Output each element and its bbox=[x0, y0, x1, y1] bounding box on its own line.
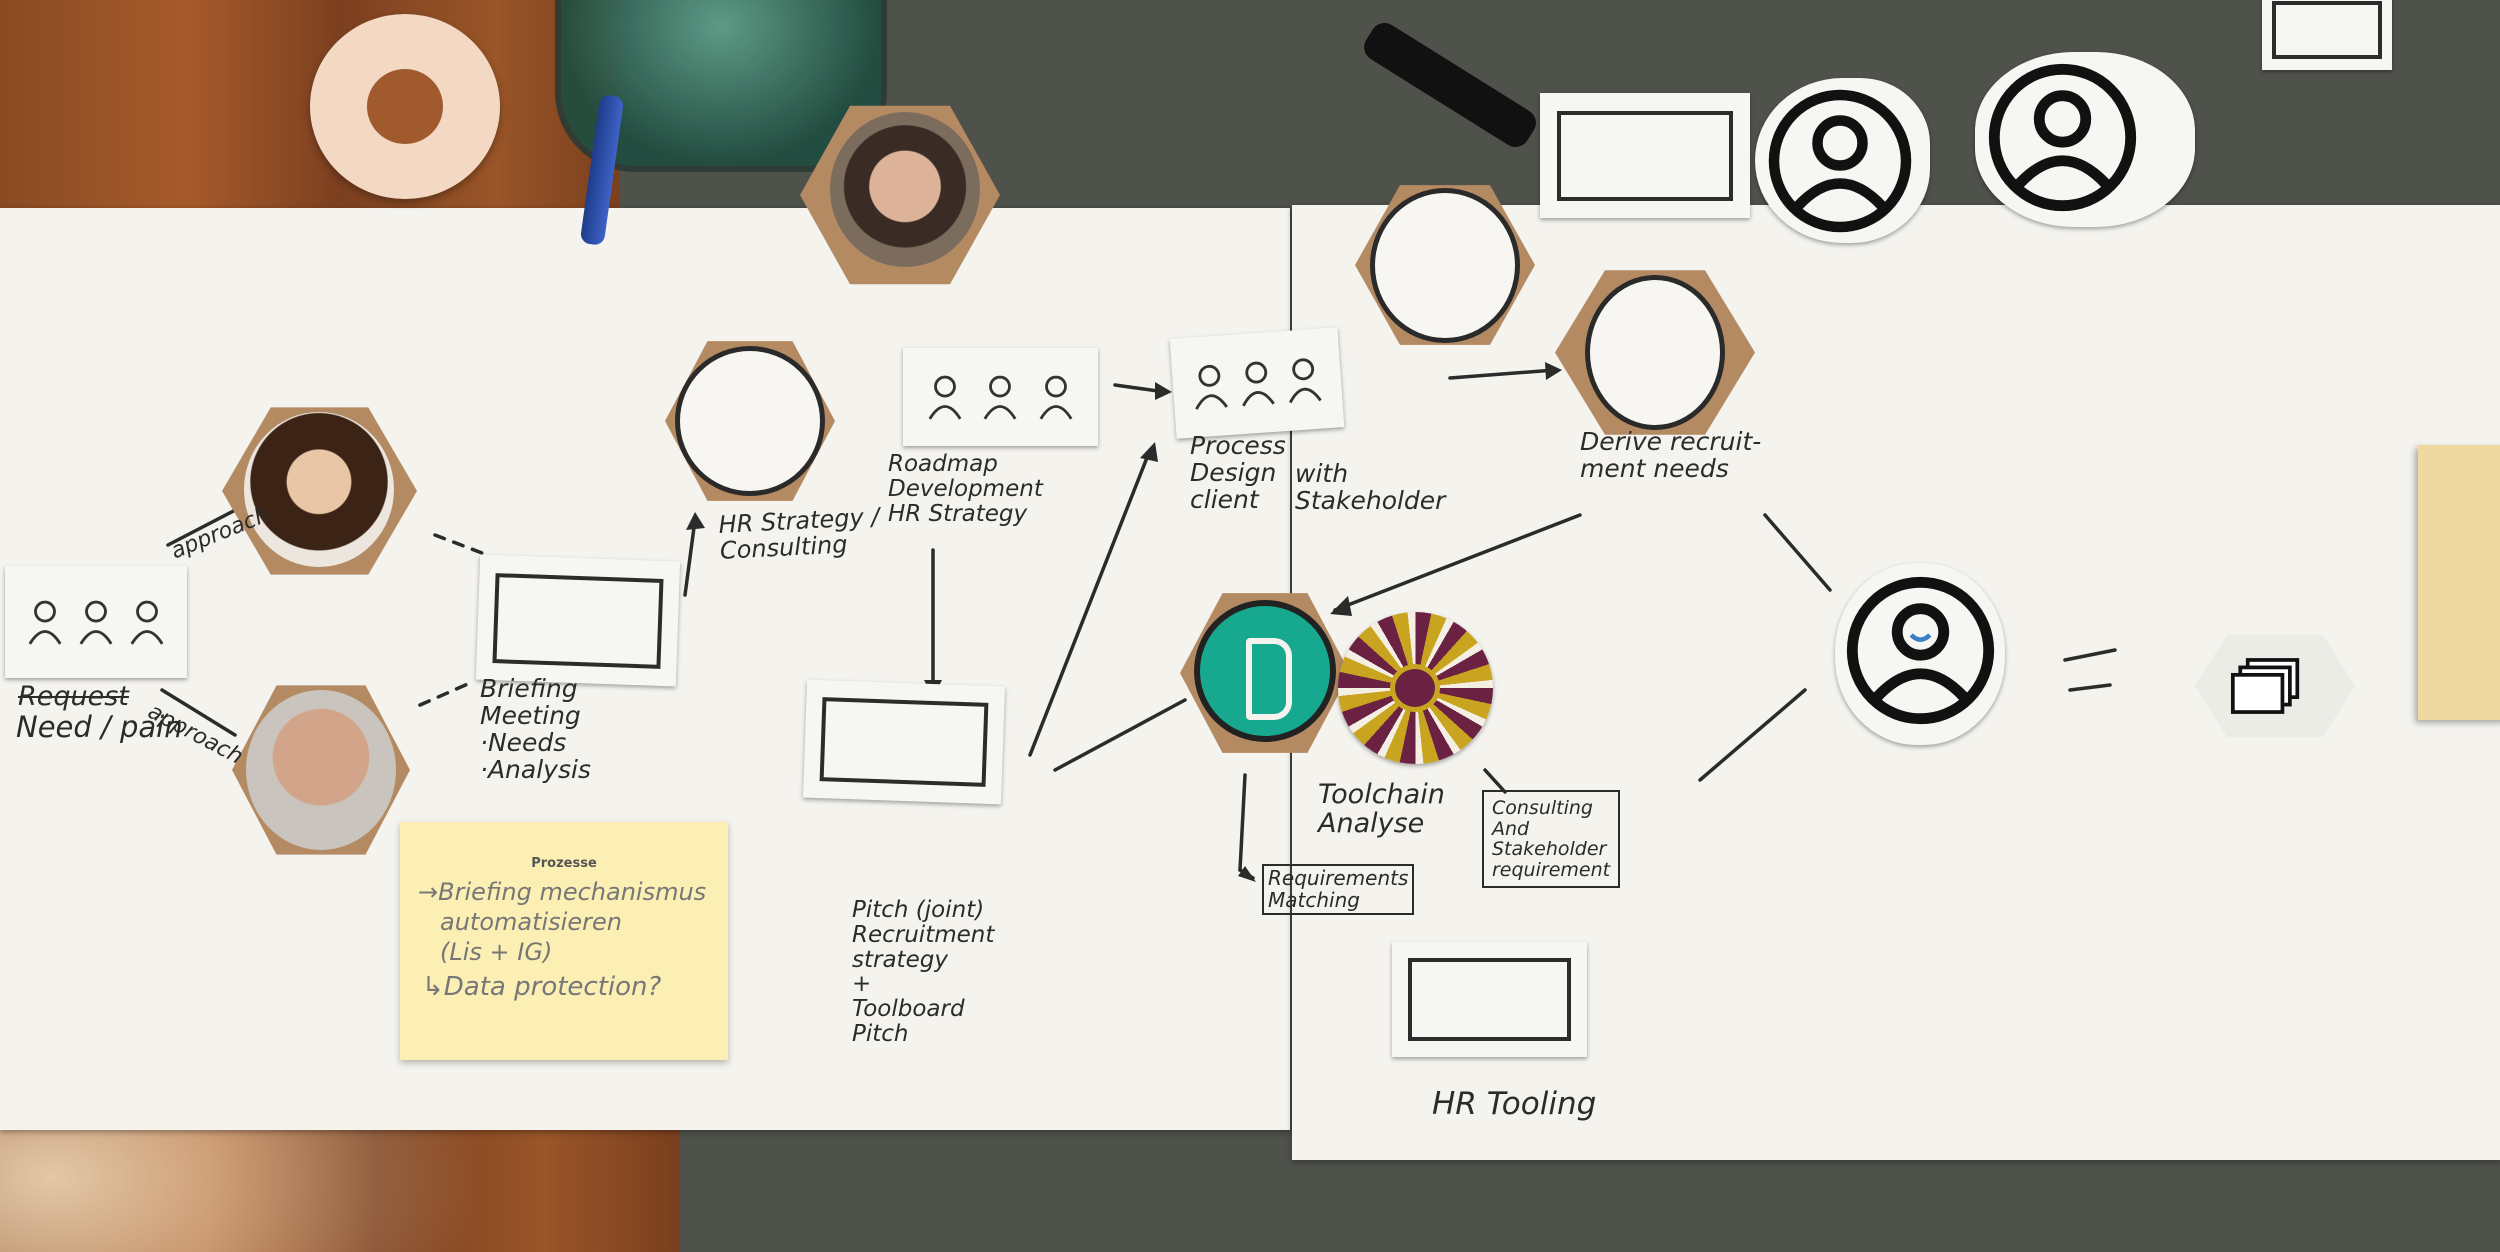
label-briefing-meeting: Briefing Meeting ·Needs ·Analysis bbox=[480, 674, 591, 784]
blank-card-pitch bbox=[803, 679, 1005, 805]
yellow-stack-right bbox=[2418, 445, 2500, 720]
postit-prozesse: Prozesse →Briefing mechanismus automatis… bbox=[400, 822, 728, 1060]
label-pitch: Pitch (joint) Recruitment strategy + Too… bbox=[852, 897, 995, 1048]
people-group-card-middle bbox=[903, 348, 1098, 446]
label-hr-strategy: HR Strategy / Consulting bbox=[717, 502, 881, 565]
person-icon bbox=[130, 600, 164, 645]
stacked-cards-hex bbox=[2195, 635, 2355, 737]
blank-circle-hex-2 bbox=[1355, 185, 1535, 345]
postit-line-3: (Lis + IG) bbox=[440, 938, 553, 966]
label-with-stakeholder: with Stakeholder bbox=[1295, 459, 1446, 515]
blank-circle-hex-3 bbox=[1555, 270, 1755, 435]
person-icon bbox=[79, 600, 113, 645]
avatar-man-top bbox=[830, 112, 980, 267]
person-icon bbox=[984, 375, 1017, 420]
blank-card-briefing bbox=[475, 554, 681, 687]
avatar-man-bald bbox=[246, 690, 396, 850]
stacked-cards-icon bbox=[2230, 658, 2300, 714]
label-need-pain: Need / pain bbox=[16, 710, 183, 744]
person-icon bbox=[928, 375, 962, 420]
postit-line-1: →Briefing mechanismus bbox=[418, 878, 707, 906]
user-circle-icon bbox=[1988, 63, 2137, 212]
card-stack-top-right bbox=[2262, 0, 2392, 70]
person-icon bbox=[1242, 361, 1275, 407]
blank-card-hr-tooling bbox=[1392, 942, 1587, 1057]
label-request: Request bbox=[18, 681, 129, 712]
person-icon bbox=[1288, 358, 1322, 404]
label-derive-needs: Derive recruit- ment needs bbox=[1580, 427, 1762, 483]
postit-line-4: ↳Data protection? bbox=[422, 972, 662, 1002]
teal-logo-icon bbox=[1194, 600, 1336, 742]
mandala-icon bbox=[1338, 612, 1493, 764]
people-group-card-right bbox=[1169, 327, 1345, 439]
avatar-woman bbox=[244, 412, 394, 567]
person-icon bbox=[28, 600, 62, 645]
user-circle-card-1 bbox=[1755, 78, 1930, 243]
user-circle-icon bbox=[1768, 89, 1912, 233]
label-process-design: Process Design client bbox=[1190, 431, 1286, 514]
postit-title: Prozesse bbox=[531, 856, 597, 871]
label-consulting-requirements: Consulting And Stakeholder requirement bbox=[1482, 790, 1621, 889]
label-hr-tooling: HR Tooling bbox=[1432, 1086, 1597, 1122]
user-circle-card-2 bbox=[1975, 52, 2195, 227]
people-group-card-left bbox=[5, 566, 187, 678]
person-icon bbox=[1039, 375, 1073, 420]
postit-line-2: automatisieren bbox=[440, 908, 622, 936]
smiley-user-icon bbox=[1846, 576, 1995, 725]
tape-roll bbox=[310, 14, 500, 199]
teal-logo-hex bbox=[1180, 593, 1350, 753]
smiley-user-card bbox=[1835, 563, 2005, 745]
blank-card-top-right bbox=[1540, 93, 1750, 218]
person-icon bbox=[1195, 364, 1229, 410]
label-toolchain: Toolchain Analyse bbox=[1318, 779, 1445, 840]
label-requirements-matching: Requirements Matching bbox=[1262, 864, 1415, 916]
label-roadmap: Roadmap Development HR Strategy bbox=[888, 451, 1043, 527]
